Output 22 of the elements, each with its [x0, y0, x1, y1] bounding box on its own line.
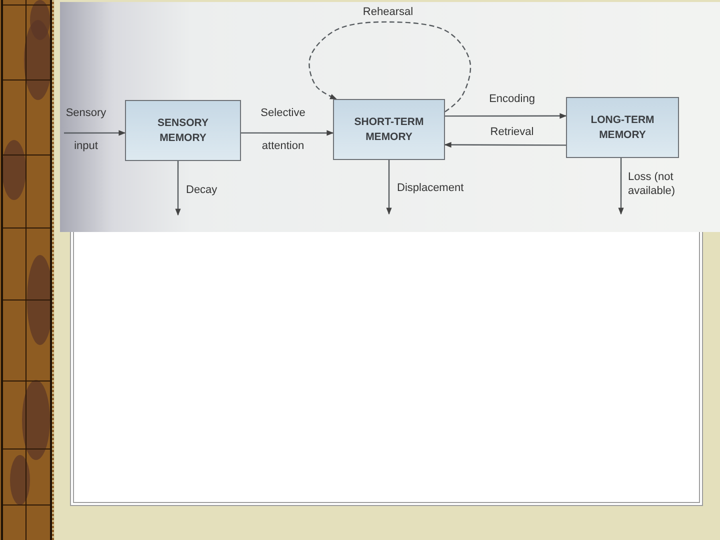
memory-store-box [566, 97, 679, 158]
edge-label: Rehearsal [362, 5, 414, 19]
arrow [175, 161, 181, 216]
edge-label: Selective attention [260, 106, 306, 154]
arrow [618, 158, 624, 215]
edge-label: Displacement [397, 181, 465, 195]
memory-store-box [333, 99, 445, 160]
memory-store-box [125, 100, 241, 161]
box-label: LONG-TERM MEMORY [590, 113, 656, 142]
arrow [445, 113, 567, 119]
arrow [386, 160, 392, 215]
box-label: SHORT-TERM MEMORY [353, 115, 425, 144]
box-label: SENSORY MEMORY [156, 116, 210, 145]
edge-label: Sensory input [64, 106, 108, 154]
edge-label: Encoding [488, 92, 536, 106]
arrow [241, 130, 334, 136]
arrow [64, 130, 126, 136]
dashed-arrow [308, 21, 472, 112]
edge-label: Loss (not available) [628, 170, 676, 198]
arrow [444, 142, 566, 148]
edge-label: Decay [186, 183, 218, 197]
edge-label: Retrieval [489, 125, 535, 139]
